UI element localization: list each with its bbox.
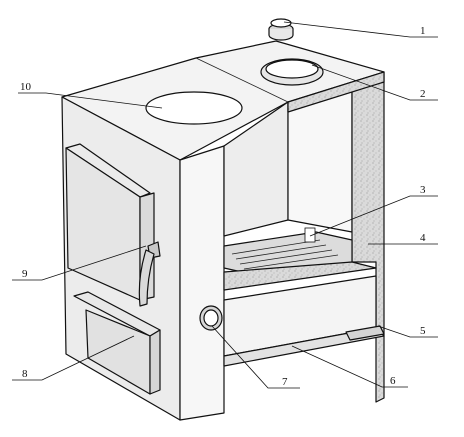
callout-7: 7 [282, 376, 288, 388]
callout-6: 6 [390, 375, 396, 387]
ash-drawer [73, 291, 161, 395]
front-pillar [179, 145, 225, 421]
callout-3: 3 [420, 184, 426, 196]
ash-compartment-floor [223, 327, 385, 367]
cooking-plate [145, 91, 243, 125]
callout-9: 9 [22, 268, 28, 280]
mid-shelf [223, 261, 377, 291]
callout-4: 4 [420, 232, 426, 244]
callout-8: 8 [22, 368, 28, 380]
support-foot [345, 325, 385, 341]
top-hotplate-ring [260, 58, 324, 86]
flue-outlet [268, 18, 294, 41]
top-divider [195, 57, 289, 103]
fire-door [65, 143, 155, 301]
callout-10: 10 [20, 81, 32, 93]
callout-5: 5 [420, 325, 426, 337]
callout-1: 1 [420, 25, 426, 37]
callout-2: 2 [420, 88, 426, 100]
leader-lines [12, 21, 438, 389]
firebox-inner-wall [287, 91, 353, 233]
insulated-side-wall [351, 71, 385, 403]
door-handle [138, 241, 161, 307]
air-inlet [199, 305, 223, 331]
